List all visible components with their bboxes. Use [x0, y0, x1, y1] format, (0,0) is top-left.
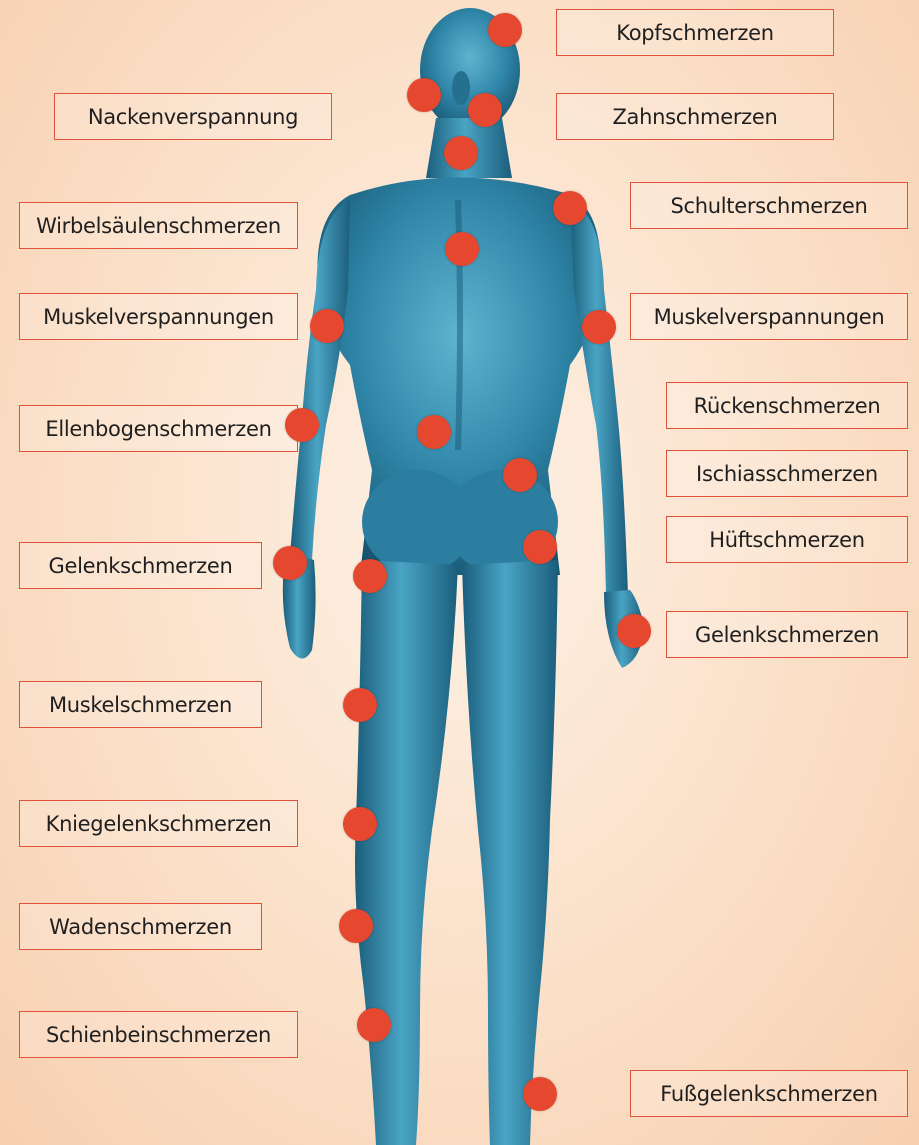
label-wirbelsaeulenschmerzen: Wirbelsäulenschmerzen — [19, 202, 298, 249]
marker-ischias — [503, 458, 537, 492]
marker-spine — [445, 232, 479, 266]
label-gelenkschmerzen-left: Gelenkschmerzen — [19, 542, 262, 589]
marker-jaw — [468, 93, 502, 127]
label-gelenkschmerzen-right: Gelenkschmerzen — [666, 611, 908, 658]
marker-neck — [444, 136, 478, 170]
label-wadenschmerzen: Wadenschmerzen — [19, 903, 262, 950]
label-schulterschmerzen: Schulterschmerzen — [630, 182, 908, 229]
marker-thigh — [353, 559, 387, 593]
label-hueftschmerzen: Hüftschmerzen — [666, 516, 908, 563]
marker-calf — [339, 909, 373, 943]
marker-head — [488, 13, 522, 47]
marker-elbow — [285, 408, 319, 442]
marker-upper-arm-left — [310, 309, 344, 343]
marker-muscle — [343, 688, 377, 722]
marker-wrist-right — [617, 614, 651, 648]
marker-upper-arm-right — [582, 310, 616, 344]
label-muskelverspannungen-right: Muskelverspannungen — [630, 293, 908, 340]
marker-shoulder — [553, 191, 587, 225]
label-nackenverspannung: Nackenverspannung — [54, 93, 332, 140]
label-ischiasschmerzen: Ischiasschmerzen — [666, 450, 908, 497]
label-schienbeinschmerzen: Schienbeinschmerzen — [19, 1011, 298, 1058]
label-kniegelenkschmerzen: Kniegelenkschmerzen — [19, 800, 298, 847]
label-kopfschmerzen: Kopfschmerzen — [556, 9, 834, 56]
label-muskelschmerzen: Muskelschmerzen — [19, 681, 262, 728]
marker-knee — [343, 807, 377, 841]
marker-neck-side — [407, 78, 441, 112]
marker-ankle — [523, 1077, 557, 1111]
label-zahnschmerzen: Zahnschmerzen — [556, 93, 834, 140]
marker-wrist-left — [273, 546, 307, 580]
label-ellenbogenschmerzen: Ellenbogenschmerzen — [19, 405, 298, 452]
label-rueckenschmerzen: Rückenschmerzen — [666, 382, 908, 429]
body-silhouette — [283, 8, 644, 1145]
marker-hip — [523, 530, 557, 564]
label-fussgelenkschmerzen: Fußgelenkschmerzen — [630, 1070, 908, 1117]
marker-lower-back — [417, 415, 451, 449]
label-muskelverspannungen-left: Muskelverspannungen — [19, 293, 298, 340]
marker-shin — [357, 1008, 391, 1042]
